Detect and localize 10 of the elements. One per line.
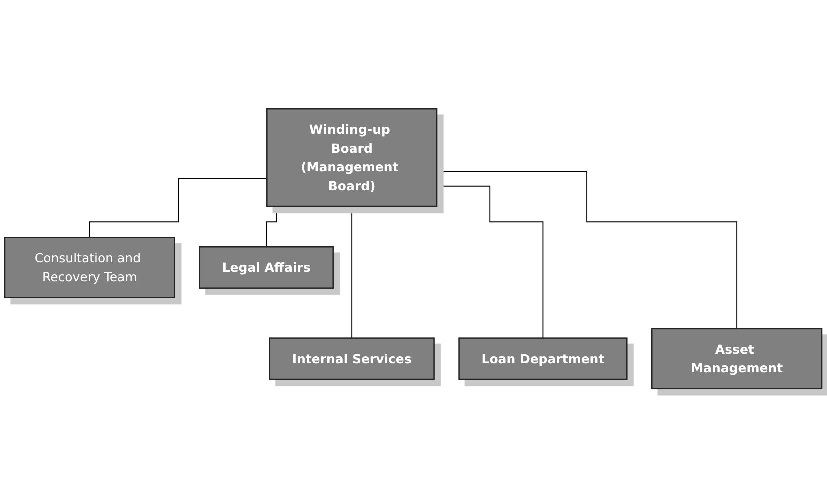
- connector: [436, 186, 544, 339]
- connector: [436, 172, 738, 330]
- node-box: Internal Services: [269, 338, 435, 380]
- node-box: Legal Affairs: [199, 246, 334, 289]
- connector: [89, 178, 268, 238]
- node-box: Winding-up Board (Management Board): [266, 108, 438, 208]
- node-box: Asset Management: [652, 328, 823, 390]
- connector: [352, 206, 353, 339]
- node-box: Consultation and Recovery Team: [4, 237, 176, 298]
- node-box: Loan Department: [458, 338, 628, 380]
